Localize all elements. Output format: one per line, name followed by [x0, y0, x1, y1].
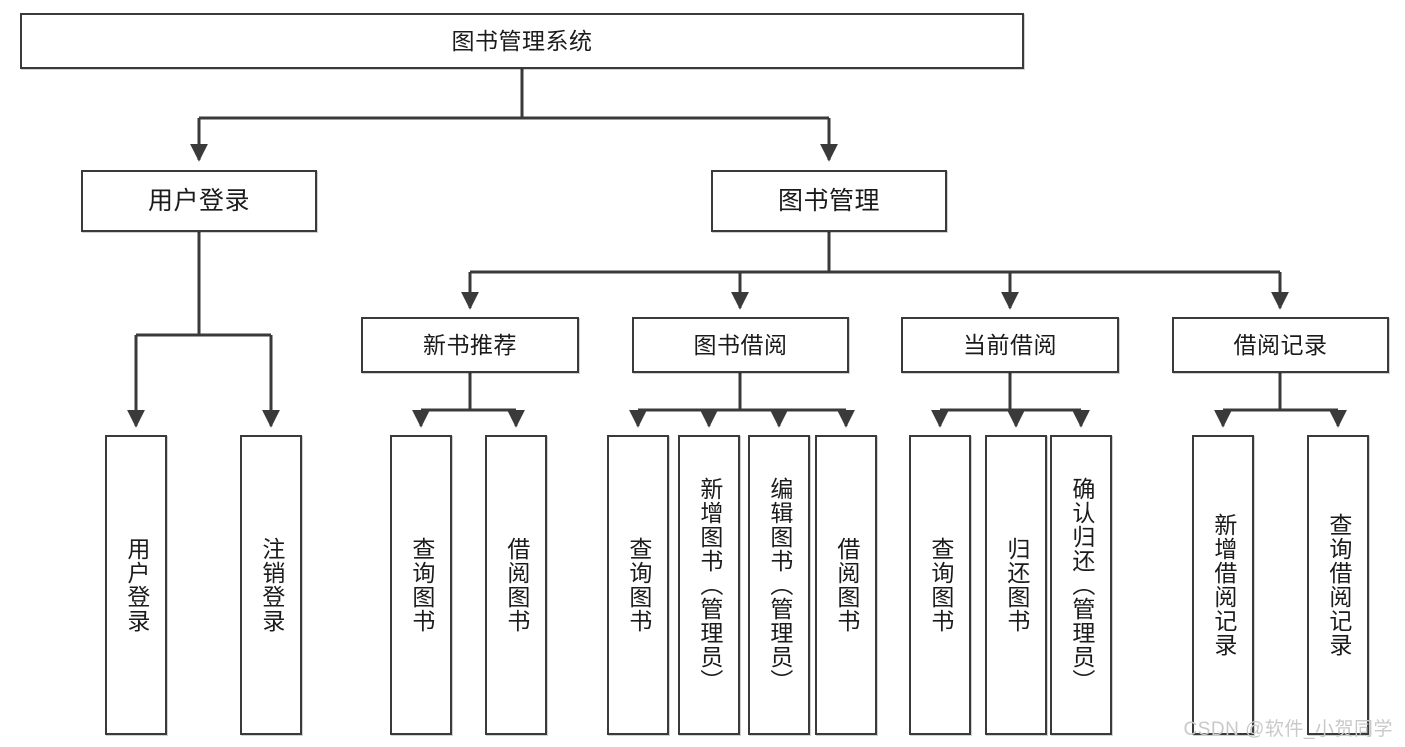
node-leaf-user-login-label: 用户登录 [123, 537, 150, 633]
node-leaf-query-book-3-label: 查询图书 [927, 537, 954, 633]
node-leaf-edit-book[interactable]: 编辑图书（管理员） [748, 435, 810, 735]
node-user-login-label: 用户登录 [147, 186, 250, 215]
node-leaf-user-login[interactable]: 用户登录 [105, 435, 167, 735]
node-leaf-return-book-label: 归还图书 [1003, 537, 1030, 633]
node-leaf-query-book-2[interactable]: 查询图书 [607, 435, 669, 735]
node-leaf-borrow-book-1-label: 借阅图书 [503, 537, 530, 633]
node-current-borrow[interactable]: 当前借阅 [901, 317, 1119, 373]
node-current-borrow-label: 当前借阅 [963, 331, 1057, 358]
node-leaf-edit-book-label: 编辑图书（管理员） [766, 477, 793, 693]
node-book-management-label: 图书管理 [777, 186, 880, 215]
node-borrow-record-label: 借阅记录 [1233, 331, 1328, 358]
node-leaf-add-book[interactable]: 新增图书（管理员） [678, 435, 740, 735]
node-book-borrow-label: 图书借阅 [693, 331, 788, 358]
node-leaf-query-book-3[interactable]: 查询图书 [909, 435, 971, 735]
node-leaf-logout-label: 注销登录 [258, 537, 285, 633]
node-leaf-query-book-2-label: 查询图书 [625, 537, 652, 633]
csdn-watermark: CSDN @软件_小贺同学 [1183, 719, 1393, 740]
node-leaf-confirm-return[interactable]: 确认归还（管理员） [1050, 435, 1112, 735]
node-root[interactable]: 图书管理系统 [20, 13, 1024, 69]
node-leaf-borrow-book-2-label: 借阅图书 [833, 537, 860, 633]
node-root-label: 图书管理系统 [451, 27, 593, 54]
node-leaf-borrow-book-2[interactable]: 借阅图书 [815, 435, 877, 735]
node-leaf-confirm-return-label: 确认归还（管理员） [1068, 477, 1095, 693]
node-user-login[interactable]: 用户登录 [81, 170, 317, 232]
node-new-book-recommend-label: 新书推荐 [423, 331, 517, 358]
node-new-book-recommend[interactable]: 新书推荐 [361, 317, 579, 373]
node-leaf-borrow-book-1[interactable]: 借阅图书 [485, 435, 547, 735]
node-leaf-query-record-label: 查询借阅记录 [1325, 513, 1352, 657]
node-leaf-logout[interactable]: 注销登录 [240, 435, 302, 735]
node-leaf-query-record[interactable]: 查询借阅记录 [1307, 435, 1369, 735]
node-leaf-add-record[interactable]: 新增借阅记录 [1192, 435, 1254, 735]
node-book-borrow[interactable]: 图书借阅 [632, 317, 849, 373]
node-leaf-return-book[interactable]: 归还图书 [985, 435, 1047, 735]
node-borrow-record[interactable]: 借阅记录 [1172, 317, 1389, 373]
node-leaf-add-book-label: 新增图书（管理员） [696, 477, 723, 693]
node-leaf-add-record-label: 新增借阅记录 [1210, 513, 1237, 657]
node-leaf-query-book-1-label: 查询图书 [408, 537, 435, 633]
node-book-management[interactable]: 图书管理 [711, 170, 947, 232]
node-leaf-query-book-1[interactable]: 查询图书 [390, 435, 452, 735]
